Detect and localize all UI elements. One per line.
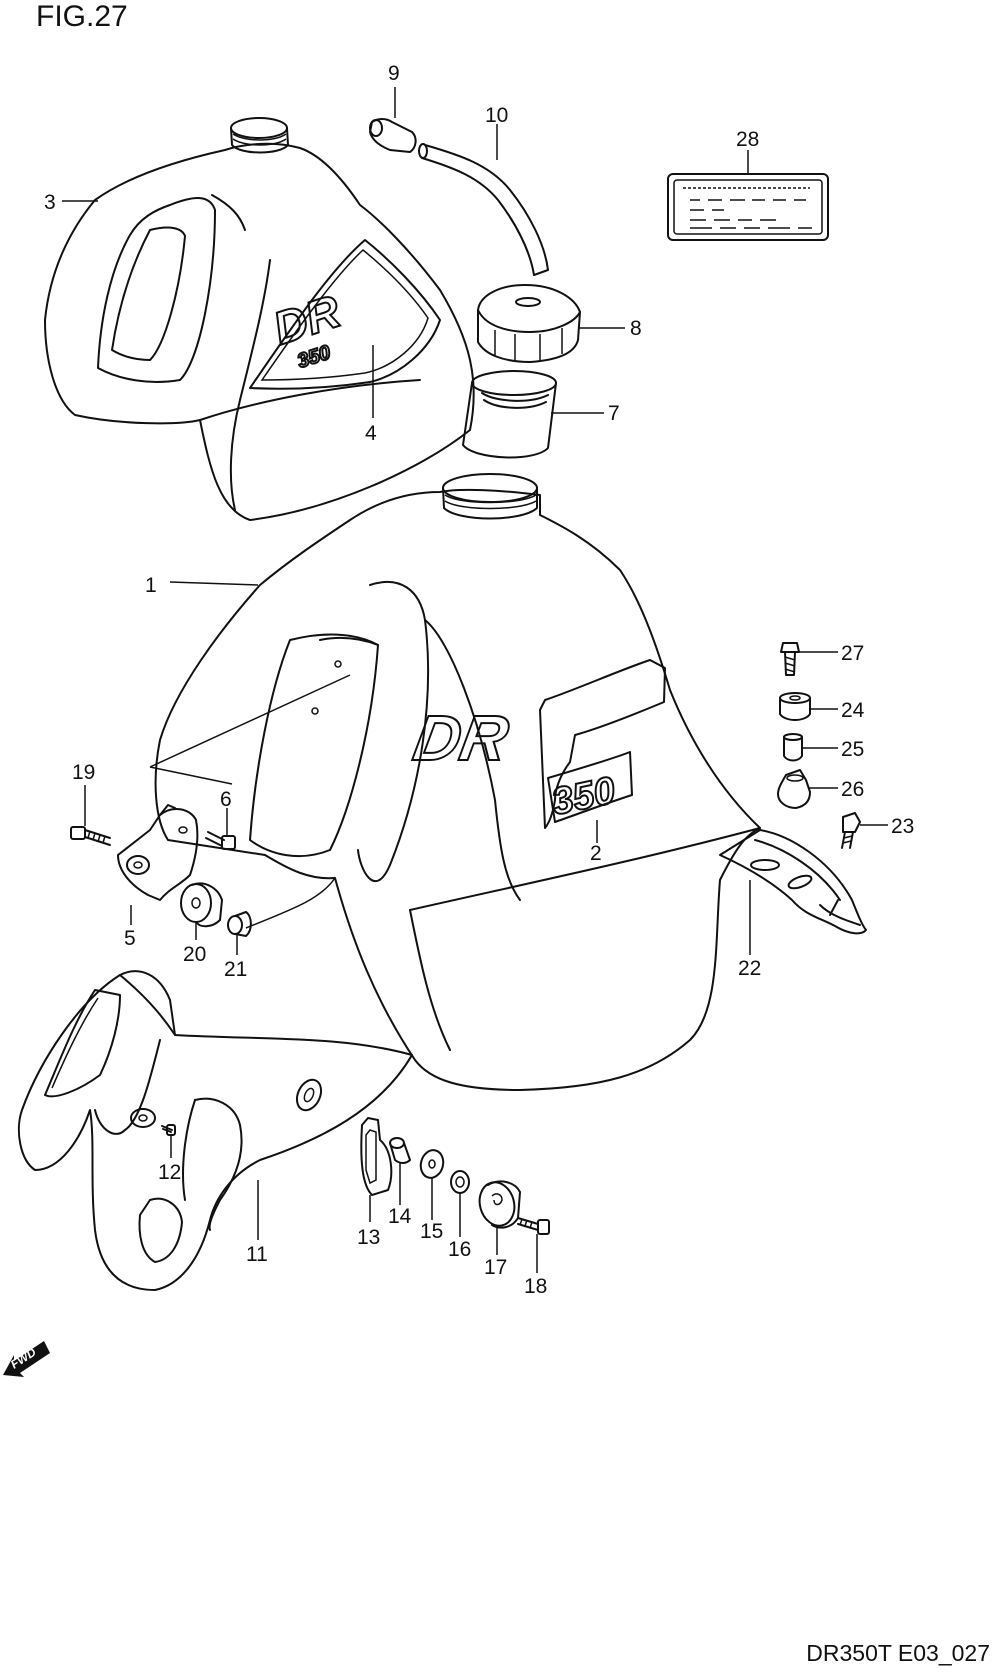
callout-numbers: 1 2 3 4 5 6 7 8 9 10 11 12 13 14 15 16 1… — [44, 62, 914, 1298]
callout-1: 1 — [145, 574, 157, 597]
tank-upper-dr-logo: DR — [267, 285, 346, 355]
part-16-grommet-small — [450, 1170, 470, 1194]
leader-lines — [62, 87, 888, 1273]
part-25-collar — [783, 733, 803, 762]
part-14-collar — [389, 1137, 411, 1164]
callout-14: 14 — [388, 1205, 412, 1228]
callout-12: 12 — [158, 1161, 181, 1184]
part-1-fuel-tank: DR 350 — [154, 473, 761, 1091]
tank-350-logo: 350 — [548, 770, 619, 824]
part-28-caution-label — [667, 173, 829, 241]
callout-15: 15 — [420, 1220, 443, 1243]
diagram-code: DR350T E03_027 — [806, 1640, 990, 1666]
part-15-washer — [419, 1149, 445, 1179]
callout-25: 25 — [841, 738, 864, 761]
callout-3: 3 — [44, 191, 56, 214]
part-27-bolt — [780, 642, 800, 676]
part-11-tank-shroud — [17, 970, 413, 1291]
part-24-cushion — [779, 692, 811, 721]
part-7-filler-neck — [462, 370, 557, 459]
part-19-bolt — [70, 826, 111, 846]
part-26-cushion-rubber — [777, 769, 811, 809]
callout-23: 23 — [891, 815, 914, 838]
callout-8: 8 — [630, 317, 642, 340]
part-17-cushion — [478, 1180, 521, 1229]
callout-26: 26 — [841, 778, 864, 801]
callout-19: 19 — [72, 761, 95, 784]
callout-6: 6 — [220, 788, 232, 811]
callout-2: 2 — [590, 842, 602, 865]
part-21-collar — [227, 911, 252, 937]
part-6-bolt — [205, 831, 236, 850]
figure-title: FIG.27 — [36, 0, 128, 33]
callout-20: 20 — [183, 943, 206, 966]
callout-21: 21 — [224, 958, 247, 981]
callout-28: 28 — [736, 128, 759, 151]
part-12-screw — [161, 1124, 176, 1136]
part-20-cushion — [180, 882, 223, 928]
callout-5: 5 — [124, 927, 136, 950]
part-8-fuel-cap — [477, 284, 581, 363]
callout-16: 16 — [448, 1238, 471, 1261]
part-9-vent-cap — [369, 118, 417, 153]
part-23-bolt — [841, 812, 861, 849]
callout-10: 10 — [485, 104, 508, 127]
part-3-fuel-tank-upper: DR 350 — [44, 117, 475, 521]
callout-9: 9 — [388, 62, 400, 85]
callout-11: 11 — [246, 1243, 268, 1266]
callout-13: 13 — [357, 1226, 380, 1249]
tank-dr-logo: DR — [409, 702, 514, 773]
fwd-direction-arrow: FWD — [3, 1341, 50, 1377]
part-13-clamp-bracket — [360, 1117, 393, 1196]
callout-27: 27 — [841, 642, 864, 665]
part-22-tank-stay — [719, 829, 867, 935]
callout-4: 4 — [365, 422, 377, 445]
callout-17: 17 — [484, 1256, 507, 1279]
callout-7: 7 — [608, 402, 620, 425]
callout-24: 24 — [841, 699, 865, 722]
callout-18: 18 — [524, 1275, 547, 1298]
part-10-breather-hose — [418, 143, 549, 276]
callout-22: 22 — [738, 957, 761, 980]
part-5-mounting-bracket — [117, 804, 199, 901]
part-18-bolt — [517, 1217, 550, 1235]
